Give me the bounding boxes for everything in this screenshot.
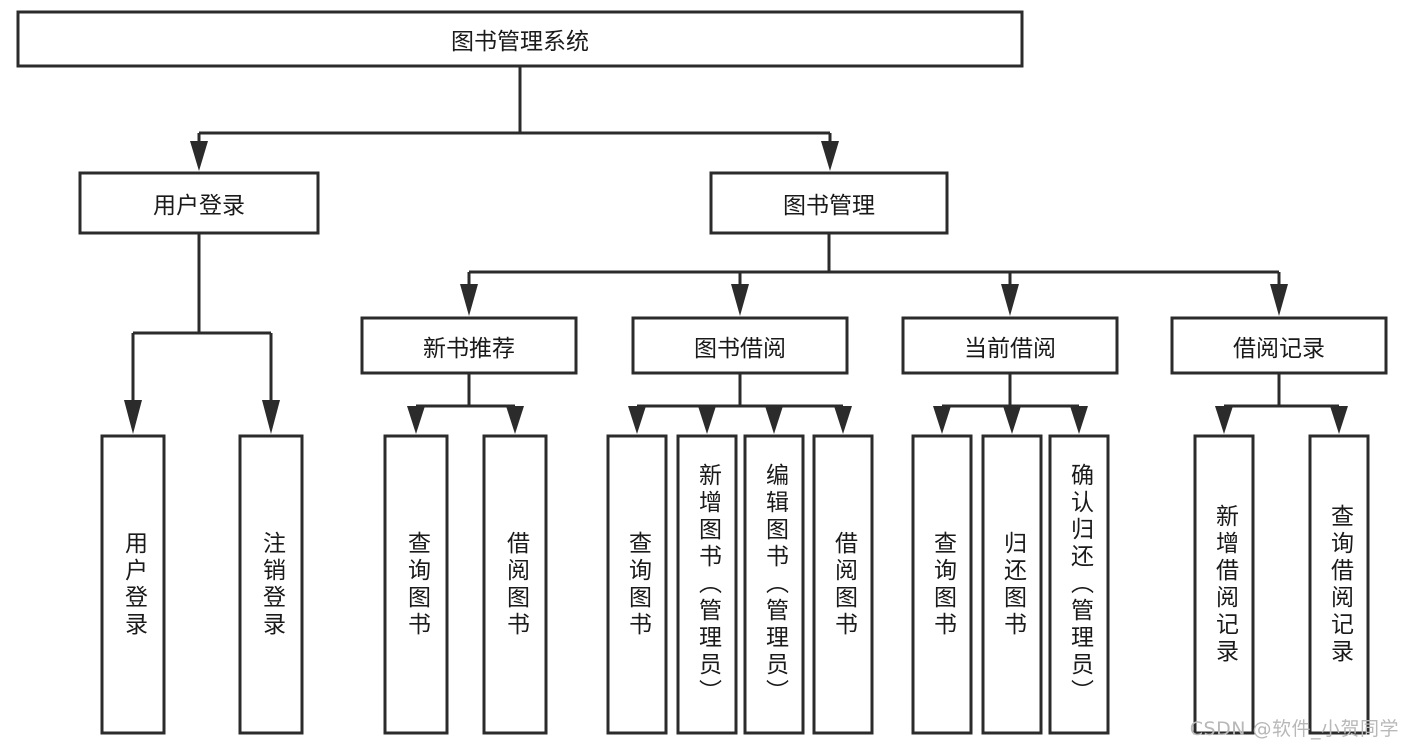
node-box-leaf-confirm-return-admin[interactable] [1048,434,1110,735]
node-box-leaf-user-login[interactable] [100,434,166,735]
arrow-head-leaf-logout [262,400,280,434]
node-box-new-book-recommend[interactable] [360,316,578,375]
arrow-head-new-book-recommend [460,284,478,316]
node-box-leaf-query-book-current[interactable] [911,434,973,735]
arrow-head-leaf-confirm-return-admin [1070,406,1088,434]
arrow-head-book-management [821,141,839,171]
node-box-leaf-query-book-borrow[interactable] [606,434,668,735]
arrow-head-user-login [190,141,208,171]
arrow-head-leaf-query-borrow-record [1330,406,1348,434]
node-box-leaf-query-borrow-record[interactable] [1308,434,1370,735]
arrow-head-leaf-add-book-admin [698,406,716,434]
node-box-borrow-record[interactable] [1170,316,1388,375]
arrow-head-leaf-user-login [124,400,142,434]
node-box-leaf-query-book-recommend[interactable] [383,434,449,735]
node-box-root[interactable] [16,10,1024,68]
node-box-leaf-add-borrow-record[interactable] [1193,434,1255,735]
node-box-book-borrow[interactable] [631,316,849,375]
node-box-current-borrow[interactable] [901,316,1119,375]
csdn-watermark: CSDN @软件_小贺同学 [1189,718,1399,740]
arrow-head-leaf-query-book-recommend [407,406,425,434]
node-box-user-login[interactable] [78,171,320,235]
arrow-head-borrow-record [1270,284,1288,316]
node-box-leaf-edit-book-admin[interactable] [743,434,805,735]
arrow-head-leaf-query-book-borrow [628,406,646,434]
arrow-head-leaf-query-book-current [933,406,951,434]
node-box-leaf-return-book[interactable] [981,434,1043,735]
node-box-leaf-add-book-admin[interactable] [676,434,738,735]
node-box-leaf-borrow-book[interactable] [812,434,874,735]
arrow-head-book-borrow [731,284,749,316]
node-box-leaf-logout[interactable] [238,434,304,735]
arrow-head-leaf-edit-book-admin [765,406,783,434]
node-box-leaf-borrow-book-recommend[interactable] [482,434,548,735]
arrow-head-current-borrow [1001,284,1019,316]
node-box-book-management[interactable] [709,171,949,235]
arrow-head-leaf-return-book [1003,406,1021,434]
arrow-head-leaf-borrow-book-recommend [506,406,524,434]
arrow-head-leaf-add-borrow-record [1215,406,1233,434]
arrow-head-leaf-borrow-book [834,406,852,434]
